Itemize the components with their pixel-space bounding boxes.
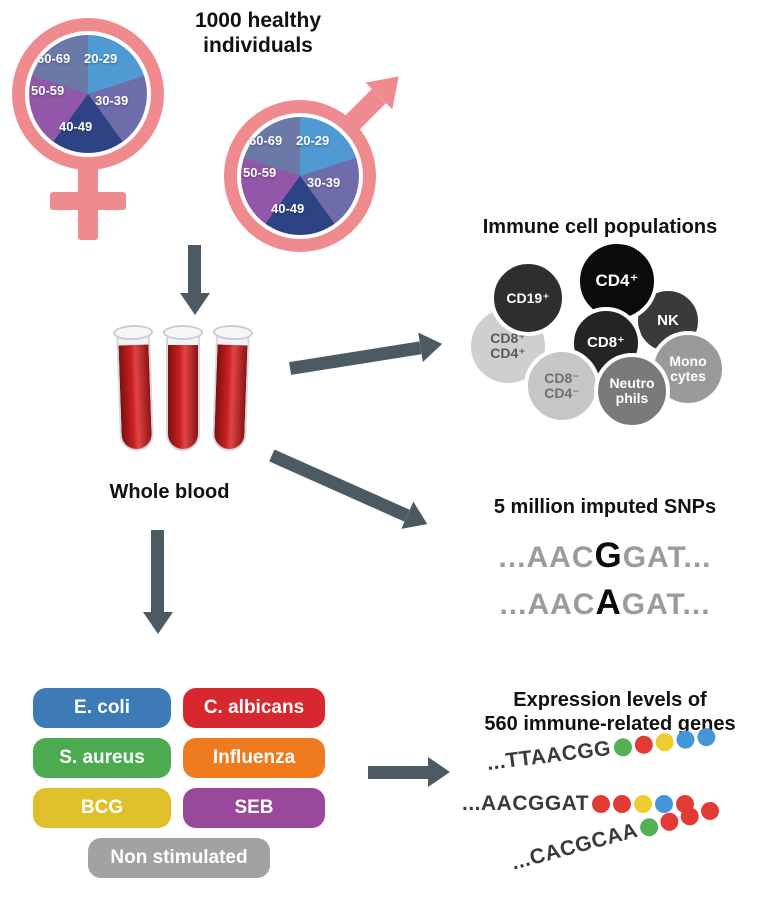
arrow-head [428, 757, 450, 787]
seq-text: GAT... [622, 541, 712, 574]
immune-populations-title: Immune cell populations [482, 216, 718, 238]
expression-dot [613, 795, 632, 813]
stimulus-nonstimulated: Non stimulated [88, 838, 270, 878]
whole-blood-label: Whole blood [109, 481, 230, 503]
expression-dot [678, 805, 701, 828]
stimulus-seb: SEB [183, 788, 325, 828]
arrow-stem [288, 340, 422, 375]
seq-text: GAT... [621, 588, 711, 622]
blood-tube [211, 324, 254, 452]
arrow-blood-to-cells [288, 329, 445, 383]
snps-title: 5 million imputed SNPs [493, 496, 717, 518]
seq-text: ...AAC [498, 541, 595, 574]
arrow-blood-to-snps [266, 441, 434, 538]
expression-title-line2: 560 immune-related genes [484, 713, 736, 735]
gene-sequence: ...CACGCAA [508, 818, 641, 875]
male-age-pie: 20-29 30-39 40-49 50-59 60-69 [241, 117, 359, 235]
arrow-head [418, 329, 444, 362]
gene-expression-row: ...AACGGAT [462, 792, 695, 816]
male-symbol-ring: 20-29 30-39 40-49 50-59 60-69 [224, 100, 376, 252]
age-group-label: 50-59 [243, 165, 277, 180]
expression-dot [634, 795, 653, 813]
cell-cd8neg-cd4neg: CD8⁻ CD4⁻ [524, 348, 600, 424]
arrow-head [143, 612, 173, 634]
blood-tubes-group [112, 324, 254, 457]
age-group-label: 30-39 [95, 93, 129, 108]
cell-neutrophils: Neutro phils [594, 353, 670, 429]
stimulus-bcg: BCG [33, 788, 171, 828]
female-symbol: 20-29 30-39 40-49 50-59 60-69 [12, 18, 164, 258]
stimulus-calbicans: C. albicans [183, 688, 325, 728]
snp-sequence-line: ...AACGGAT... [450, 532, 760, 579]
arrow-stem [368, 765, 428, 779]
gene-sequence: ...TTAACGG [485, 736, 613, 775]
age-group-label: 30-39 [307, 175, 341, 190]
tube-blood [166, 332, 200, 451]
expression-dot [637, 816, 661, 839]
expression-dot [633, 734, 654, 755]
gene-sequence: ...AACGGAT [462, 792, 590, 815]
arrow-head [180, 293, 210, 315]
blood-tube [112, 324, 155, 452]
expression-dot [658, 810, 681, 833]
snp-sequence-line: ...AACAGAT... [450, 579, 760, 626]
arrow-stem [269, 449, 410, 522]
snp-sequences: ...AACGGAT... ...AACAGAT... [450, 532, 760, 627]
expression-dot [654, 732, 675, 753]
expression-dot [696, 727, 717, 748]
age-group-label: 20-29 [84, 51, 118, 66]
age-group-label: 40-49 [59, 119, 93, 134]
age-group-label: 50-59 [31, 83, 65, 98]
arrow-stem [151, 530, 165, 612]
female-age-pie: 20-29 30-39 40-49 50-59 60-69 [29, 35, 147, 153]
age-group-label: 60-69 [37, 51, 71, 66]
tube-rim [163, 325, 203, 340]
tube-blood [211, 331, 250, 452]
expression-dot [612, 737, 633, 758]
blood-tube [163, 325, 203, 451]
age-group-label: 20-29 [296, 133, 330, 148]
snp-variant-allele: A [595, 583, 622, 623]
female-symbol-crossbar [50, 192, 126, 210]
arrow-blood-to-stimuli [143, 530, 173, 634]
stimulus-saureus: S. aureus [33, 738, 171, 778]
expression-dot [655, 795, 674, 813]
expression-title-line1: Expression levels of [513, 689, 707, 711]
cell-cd19pos: CD19⁺ [490, 260, 566, 336]
arrow-stem [188, 245, 202, 293]
stimulus-ecoli: E. coli [33, 688, 171, 728]
expression-title: Expression levels of 560 immune-related … [450, 688, 770, 736]
expression-dot [675, 729, 696, 750]
female-symbol-ring: 20-29 30-39 40-49 50-59 60-69 [12, 18, 164, 170]
expression-dot [698, 799, 721, 823]
arrow-stimuli-to-expression [368, 757, 450, 787]
age-group-label: 40-49 [271, 201, 305, 216]
male-symbol: 20-29 30-39 40-49 50-59 60-69 [224, 100, 464, 260]
arrow-cohort-to-blood [180, 245, 210, 315]
age-group-label: 60-69 [249, 133, 283, 148]
tube-blood [116, 331, 155, 452]
cell-monocytes: Mono cytes [650, 331, 726, 407]
cohort-title: 1000 healthy individuals [194, 9, 322, 58]
expression-dot [592, 795, 611, 813]
seq-text: ...AAC [499, 588, 596, 622]
stimulus-influenza: Influenza [183, 738, 325, 778]
snp-variant-allele: G [594, 536, 623, 575]
immune-cell-cluster: CD8⁺ CD4⁺ CD19⁺ NK CD4⁺ Mono cytes CD8⁺ … [460, 240, 745, 445]
